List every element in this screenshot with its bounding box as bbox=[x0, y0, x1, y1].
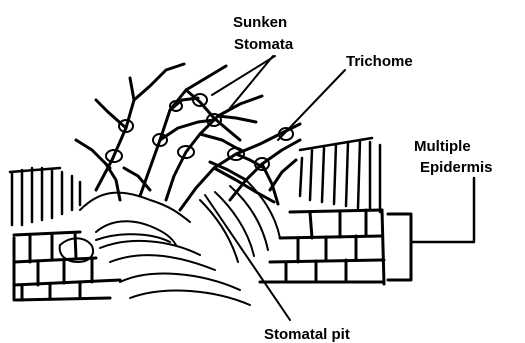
label-stomatal-pit: Stomatal pit bbox=[264, 326, 350, 343]
right-epidermis-cells bbox=[260, 210, 384, 284]
pointer-multiple-epidermis bbox=[412, 178, 474, 242]
label-stomata: Stomata bbox=[234, 36, 294, 53]
left-palisade-cells bbox=[10, 168, 80, 225]
pointer-stomatal-pit bbox=[205, 195, 290, 320]
label-epidermis: Epidermis bbox=[420, 159, 493, 176]
epidermis-bracket bbox=[388, 214, 411, 280]
label-sunken: Sunken bbox=[233, 14, 287, 31]
pointer-lines bbox=[205, 56, 474, 320]
label-multiple: Multiple bbox=[414, 138, 471, 155]
pointer-sunken-stomata-right bbox=[212, 56, 275, 95]
stomatal-pit bbox=[60, 180, 280, 305]
left-epidermis-cells bbox=[14, 232, 120, 300]
label-trichome: Trichome bbox=[346, 53, 413, 70]
right-palisade-cells bbox=[300, 138, 380, 212]
trichomes bbox=[76, 64, 300, 210]
trichome-cells bbox=[106, 94, 293, 170]
